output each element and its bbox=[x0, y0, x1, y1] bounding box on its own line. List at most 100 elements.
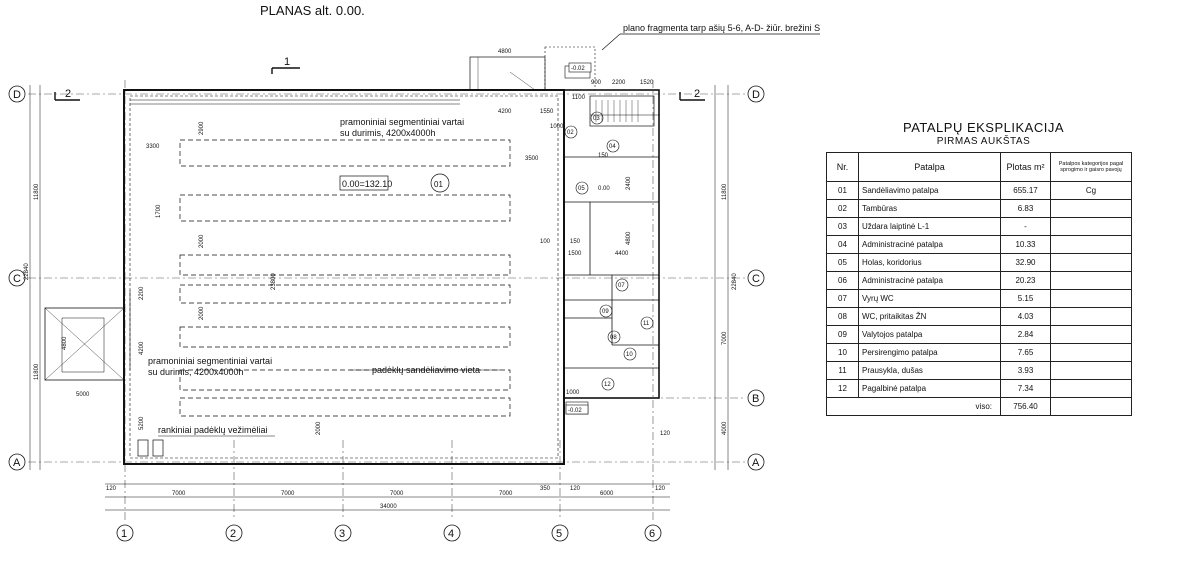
dim-inner-4400: 4400 bbox=[615, 251, 629, 257]
axis-6: 6 bbox=[649, 528, 655, 540]
pallet-racks bbox=[179, 139, 511, 417]
level-entry-top: -0.02 bbox=[571, 66, 585, 72]
column-axis-bubbles: 1 2 3 4 5 6 bbox=[116, 524, 662, 542]
row-name: Persirengimo patalpa bbox=[858, 343, 1001, 362]
row-category bbox=[1050, 199, 1132, 218]
row-category bbox=[1050, 343, 1132, 362]
dim-inner-23800: 23800 bbox=[271, 273, 277, 290]
pallet-area-label: padėklų sandėliavimo vieta bbox=[372, 365, 480, 375]
row-nr: 11 bbox=[826, 361, 859, 380]
axis-5: 5 bbox=[556, 528, 562, 540]
row-category bbox=[1050, 217, 1132, 236]
row-area: 2.84 bbox=[1000, 325, 1051, 344]
dim-total: 34000 bbox=[380, 504, 397, 510]
dim-inner-5000: 5000 bbox=[76, 392, 90, 398]
gate-label-mid-line2: su durimis, 4200x4000h bbox=[148, 367, 244, 377]
dim-small-3: 120 bbox=[570, 486, 581, 492]
room-explication: PATALPŲ EKSPLIKACIJA PIRMAS AUKŠTAS Nr. … bbox=[826, 120, 1132, 416]
plan-title: PLANAS alt. 0.00. bbox=[260, 3, 365, 18]
axis-D-left: D bbox=[13, 89, 21, 101]
row-area: 655.17 bbox=[1000, 181, 1051, 200]
row-area: 7.34 bbox=[1000, 379, 1051, 398]
row-nr: 08 bbox=[826, 307, 859, 326]
dim-inner-1100: 1100 bbox=[572, 95, 586, 101]
section-2-right-label: 2 bbox=[694, 88, 700, 100]
room-03: 03 bbox=[593, 116, 600, 122]
axis-A-right: A bbox=[752, 457, 760, 469]
dim-inner-4200-top: 4200 bbox=[498, 109, 512, 115]
dim-inner-120: 120 bbox=[660, 431, 671, 437]
dim-inner-100: 100 bbox=[540, 239, 551, 245]
row-name: Administracinė patalpa bbox=[858, 235, 1001, 254]
total-area: 756.40 bbox=[1000, 397, 1051, 416]
section-markers: 1 2 2 bbox=[54, 56, 705, 101]
dim-right-2: 4000 bbox=[722, 421, 728, 435]
dim-inner-1700: 1700 bbox=[156, 204, 162, 218]
dim-inner-2000: 2000 bbox=[199, 234, 205, 248]
dim-inner-2900: 2900 bbox=[199, 121, 205, 135]
room-10: 10 bbox=[626, 352, 633, 358]
dim-right-outer-2: 22840 bbox=[732, 273, 738, 290]
trolleys-label: rankiniai padėklų vežimėliai bbox=[158, 425, 268, 435]
dim-small-4: 120 bbox=[655, 486, 666, 492]
room-12: 12 bbox=[604, 382, 611, 388]
row-name: Sandėliavimo patalpa bbox=[858, 181, 1001, 200]
level-entry-bottom: -0.02 bbox=[568, 408, 582, 414]
dim-small-2: 350 bbox=[540, 486, 551, 492]
axis-A-left: A bbox=[13, 457, 21, 469]
row-name: Tambūras bbox=[858, 199, 1001, 218]
dim-inner-2000c: 2000 bbox=[316, 421, 322, 435]
row-area: 6.83 bbox=[1000, 199, 1051, 218]
row-category bbox=[1050, 361, 1132, 380]
table-total-row: viso: 756.40 bbox=[826, 397, 1132, 416]
header-room: Patalpa bbox=[858, 152, 1001, 182]
room-02: 02 bbox=[567, 130, 574, 136]
dim-inner-4800-dock: 4800 bbox=[62, 336, 68, 350]
row-name: Holas, koridorius bbox=[858, 253, 1001, 272]
dim-bottom-5: 6000 bbox=[600, 491, 614, 497]
row-category bbox=[1050, 379, 1132, 398]
segmental-gates bbox=[129, 99, 460, 370]
row-category bbox=[1050, 271, 1132, 290]
row-name: Uždara laiptinė L-1 bbox=[858, 217, 1001, 236]
total-label: viso: bbox=[858, 397, 1001, 416]
section-1-label: 1 bbox=[284, 56, 290, 68]
row-name: Vyrų WC bbox=[858, 289, 1001, 308]
side-dimension-texts: 11800 22840 11800 11800 22840 7000 4000 bbox=[24, 183, 738, 435]
row-nr: 03 bbox=[826, 217, 859, 236]
axis-D-right: D bbox=[752, 89, 760, 101]
gate-label-top-line2: su durimis, 4200x4000h bbox=[340, 128, 436, 138]
axis-C-left: C bbox=[13, 273, 21, 285]
dim-small-1: 120 bbox=[106, 486, 117, 492]
row-axes bbox=[28, 93, 745, 463]
row-nr: 12 bbox=[826, 379, 859, 398]
row-axis-bubbles-right: D C B A bbox=[747, 85, 765, 471]
dim-inner-1520: 1520 bbox=[640, 80, 654, 86]
trolley-icons bbox=[137, 439, 164, 457]
level-main: 0.00=132.10 bbox=[342, 179, 392, 189]
dim-bottom-2: 7000 bbox=[281, 491, 295, 497]
dim-inner-4200: 4200 bbox=[139, 341, 145, 355]
row-nr: 07 bbox=[826, 289, 859, 308]
dim-bottom-3: 7000 bbox=[390, 491, 404, 497]
room-09: 09 bbox=[602, 309, 609, 315]
row-nr: 10 bbox=[826, 343, 859, 362]
header-category: Patalpos kategorijos pagal sprogimo ir g… bbox=[1050, 152, 1132, 182]
dim-left-3: 11800 bbox=[34, 363, 40, 380]
dim-inner-4800-top: 4800 bbox=[498, 49, 512, 55]
dim-inner-1000: 1000 bbox=[566, 390, 580, 396]
dim-right-1: 7000 bbox=[722, 331, 728, 345]
row-name: Pagalbinė patalpa bbox=[858, 379, 1001, 398]
row-nr: 05 bbox=[826, 253, 859, 272]
dim-inner-2200: 2200 bbox=[139, 286, 145, 300]
bottom-dimension-texts: 7000 7000 7000 7000 6000 34000 120 350 1… bbox=[106, 486, 666, 510]
explication-title: PATALPŲ EKSPLIKACIJA bbox=[903, 120, 1064, 135]
dim-left-2: 22840 bbox=[24, 263, 30, 280]
